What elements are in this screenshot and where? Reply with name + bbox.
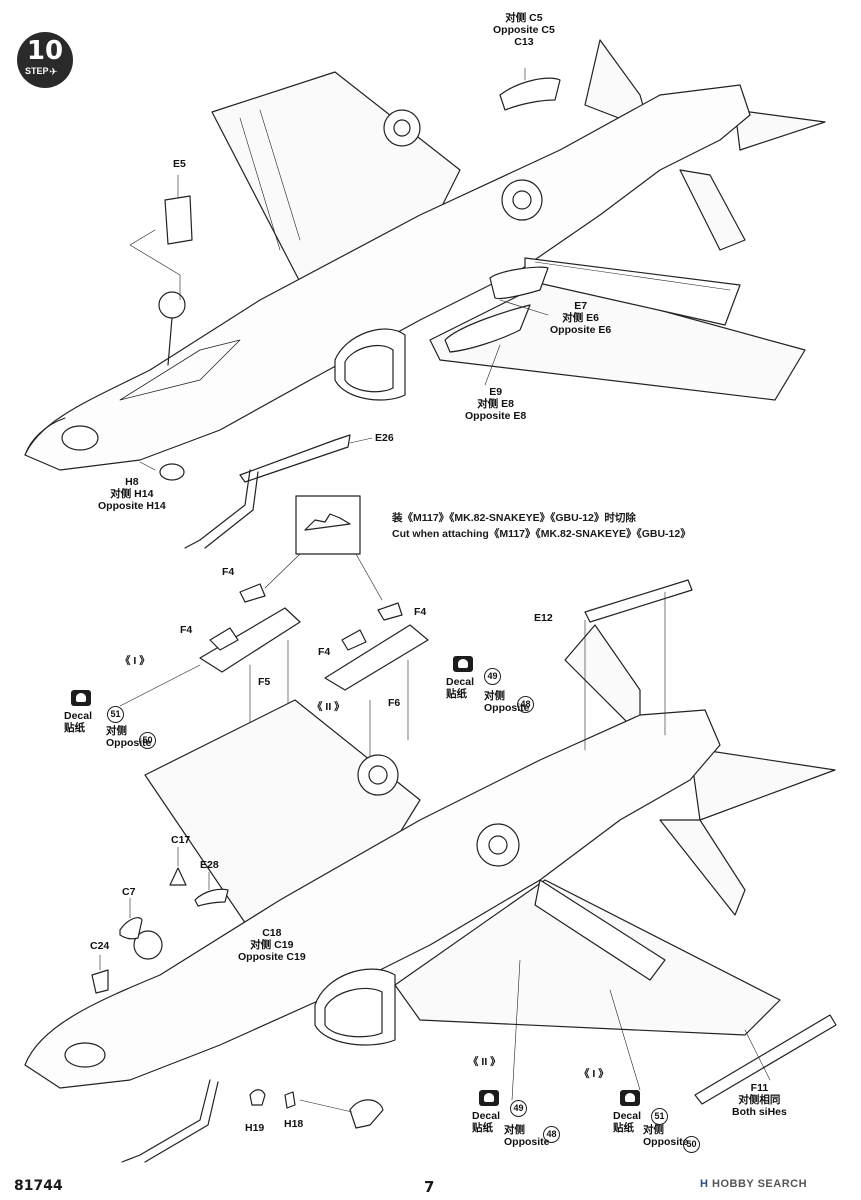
- callout-f4-a: F4: [222, 566, 235, 578]
- decal-mid-word: Decal: [446, 676, 475, 688]
- decal-br-cn: 贴纸: [613, 1122, 634, 1134]
- decal-br-opposite: 对侧 Opposite: [643, 1124, 689, 1148]
- decal-bl-word: Decal: [472, 1110, 501, 1122]
- decal-icon-left: [71, 690, 91, 706]
- decal-br-num2: 50: [680, 1136, 700, 1153]
- cut-note-en: Cut when attaching《M117》《MK.82-SNAKEYE》《…: [392, 528, 691, 540]
- callout-h8-h14: H8 对侧 H14 Opposite H14: [98, 476, 166, 512]
- h8-en: Opposite H14: [98, 500, 166, 512]
- callout-c7: C7: [122, 886, 136, 898]
- c5-en: Opposite C5: [493, 24, 555, 36]
- f11-part: F11: [750, 1082, 769, 1094]
- decal-left-word: Decal: [64, 710, 93, 722]
- step-word: STEP: [25, 66, 49, 76]
- callout-f4-c: F4: [414, 606, 427, 618]
- callout-f4-d: F4: [318, 646, 331, 658]
- c5-cn: 对侧 C5: [505, 12, 543, 24]
- page-number: 7: [424, 1178, 435, 1196]
- decal-br-num: 51: [648, 1108, 668, 1125]
- f11-en: Both siHes: [732, 1106, 787, 1118]
- watermark: H HOBBY SEARCH: [700, 1178, 807, 1190]
- callout-c24: C24: [90, 940, 110, 952]
- roman-ii-bottom: 《 II 》: [468, 1056, 501, 1068]
- callout-c17: C17: [171, 834, 191, 846]
- callout-e12: E12: [534, 612, 553, 624]
- decal-icon-mid: [453, 656, 473, 672]
- watermark-logo: H: [700, 1178, 709, 1190]
- callout-e9-e8: E9 对侧 E8 Opposite E8: [465, 386, 526, 422]
- decal-br-opp-en: Opposite: [643, 1136, 689, 1148]
- upper-aircraft-drawing: [24, 39, 826, 549]
- callout-f6: F6: [388, 697, 401, 709]
- callout-f11: F11 对侧相同 Both siHes: [732, 1082, 787, 1118]
- decal-mid-num: 49: [481, 668, 501, 685]
- roman-i-bottom: 《 I 》: [579, 1068, 609, 1080]
- e9-en: Opposite E8: [465, 410, 527, 422]
- decal-mid-cn: 贴纸: [446, 688, 467, 700]
- h8-part: H8: [125, 476, 139, 488]
- decal-bl-opposite: 对侧 Opposite: [504, 1124, 550, 1148]
- callout-f5: F5: [258, 676, 271, 688]
- lower-aircraft-drawing: [24, 579, 837, 1163]
- c18-en: Opposite C19: [238, 951, 306, 963]
- e9-part: E9: [489, 386, 503, 398]
- decal-left-num: 51: [104, 706, 124, 723]
- callout-f4-b: F4: [180, 624, 193, 636]
- e9-cn: 对侧 E8: [477, 398, 515, 410]
- step-badge: 10 STEP ✈: [17, 32, 73, 88]
- decal-bl-num: 49: [507, 1100, 527, 1117]
- decal-bl-num2: 48: [540, 1126, 560, 1143]
- callout-e7-e6: E7 对侧 E6 Opposite E6: [550, 300, 611, 336]
- callout-c5-c13: 对侧 C5 Opposite C5 C13: [493, 12, 555, 48]
- plane-icon: ✈: [49, 67, 58, 78]
- callout-e26: E26: [375, 432, 394, 444]
- c18-cn: 对侧 C19: [250, 939, 294, 951]
- decal-left-opp-cn: 对侧: [106, 725, 127, 737]
- decal-br-word: Decal: [613, 1110, 642, 1122]
- decal-icon-bottom-right: [620, 1090, 640, 1106]
- watermark-brand: HOBBY SEARCH: [712, 1178, 808, 1190]
- decal-mid-opp-cn: 对侧: [484, 690, 505, 702]
- callout-e5: E5: [173, 158, 186, 170]
- c18-part: C18: [262, 927, 282, 939]
- callout-h19: H19: [245, 1122, 265, 1134]
- decal-bottom-right: Decal 贴纸: [613, 1110, 641, 1134]
- f11-cn: 对侧相同: [738, 1094, 781, 1106]
- decal-left-num2: 50: [136, 732, 156, 749]
- callout-h18: H18: [284, 1118, 304, 1130]
- decal-bottom-left: Decal 贴纸: [472, 1110, 500, 1134]
- e7-en: Opposite E6: [550, 324, 612, 336]
- step-number: 10: [26, 36, 64, 66]
- decal-bl-opp-cn: 对侧: [504, 1124, 525, 1136]
- roman-i-top: 《 I 》: [120, 655, 150, 667]
- cut-note-cn: 装《M117》《MK.82-SNAKEYE》《GBU-12》时切除: [392, 512, 636, 524]
- e7-part: E7: [574, 300, 588, 312]
- e7-cn: 对侧 E6: [562, 312, 600, 324]
- pylon-parts: [119, 583, 429, 801]
- decal-mid: Decal 贴纸: [446, 676, 474, 700]
- roman-ii-top: 《 II 》: [312, 701, 345, 713]
- cut-detail-inset: [264, 495, 383, 601]
- callout-c18-c19: C18 对侧 C19 Opposite C19: [238, 927, 306, 963]
- callout-e28: E28: [200, 859, 219, 871]
- decal-left: Decal 贴纸: [64, 710, 92, 734]
- decal-left-cn: 贴纸: [64, 722, 85, 734]
- c13-part: C13: [514, 36, 534, 48]
- decal-bl-cn: 贴纸: [472, 1122, 493, 1134]
- decal-mid-num2: 48: [514, 696, 534, 713]
- h8-cn: 对侧 H14: [110, 488, 154, 500]
- decal-icon-bottom-left: [479, 1090, 499, 1106]
- decal-br-opp-cn: 对侧: [643, 1124, 664, 1136]
- cut-note: 装《M117》《MK.82-SNAKEYE》《GBU-12》时切除 Cut wh…: [392, 510, 691, 542]
- product-code: 81744: [14, 1178, 63, 1194]
- decal-bl-opp-en: Opposite: [504, 1136, 550, 1148]
